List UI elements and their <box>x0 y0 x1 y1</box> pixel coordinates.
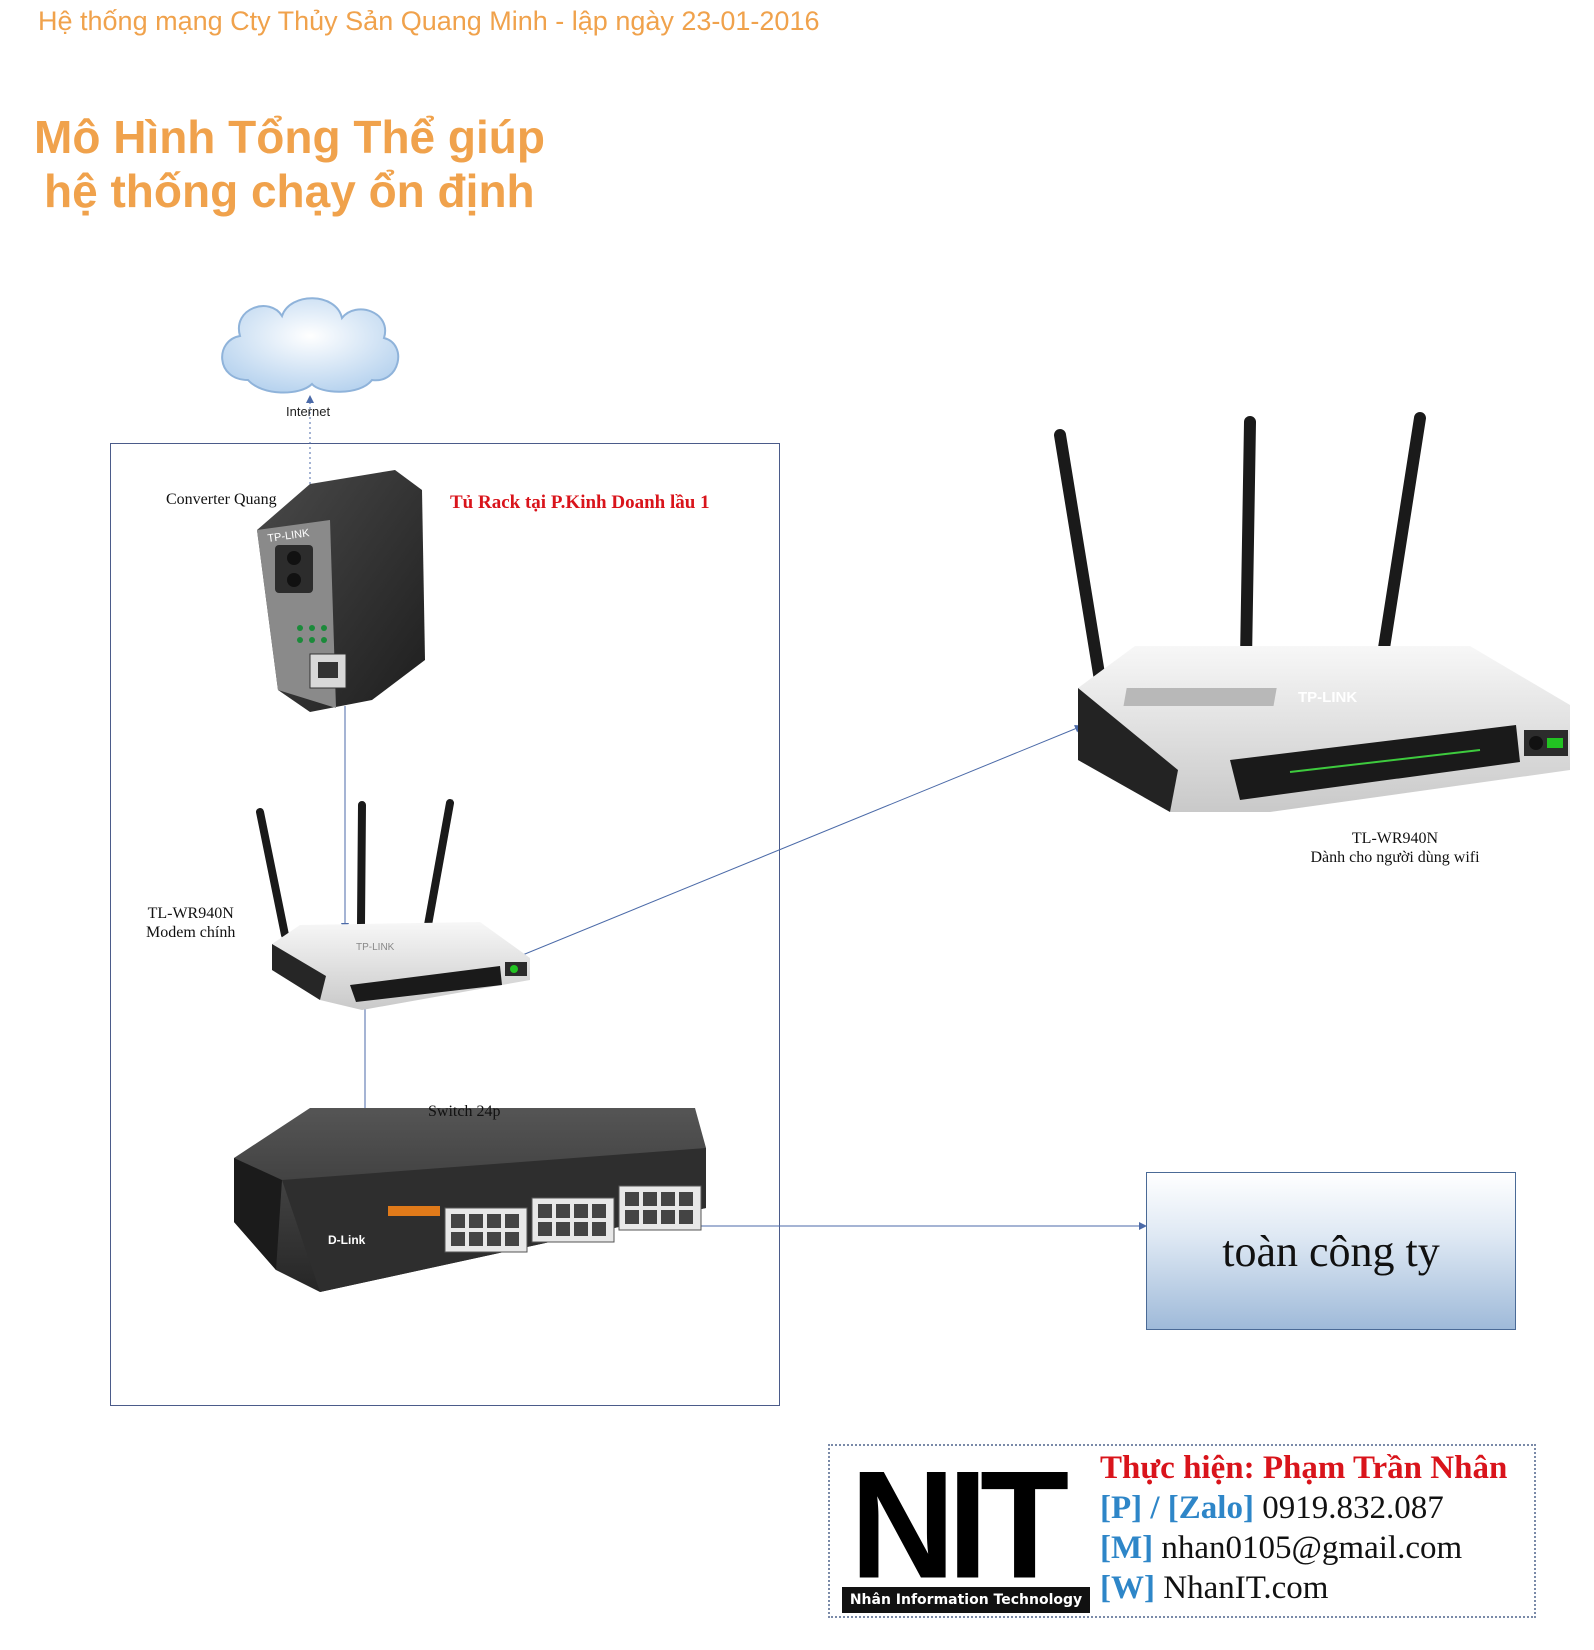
fiber-converter-icon: TP-LINK <box>257 470 425 712</box>
cloud-icon <box>221 297 400 394</box>
wireless-router-icon: TP-LINK <box>256 799 530 1010</box>
mail-tag: [M] <box>1100 1530 1154 1566</box>
credit-mail: [M] nhan0105@gmail.com <box>1100 1530 1462 1567</box>
web-tag: [W] <box>1100 1570 1155 1606</box>
company-node: toàn công ty <box>1146 1172 1516 1330</box>
mail-value: nhan0105@gmail.com <box>1161 1530 1463 1566</box>
nit-logo: NIT Nhân Information Technology <box>842 1446 1092 1615</box>
modem-brand: TP-LINK <box>356 942 395 953</box>
company-label: toàn công ty <box>1222 1226 1440 1276</box>
wifi-router-label: TL-WR940N Dành cho người dùng wifi <box>1300 829 1490 867</box>
credit-box <box>828 1444 1536 1618</box>
wifi-router-role: Dành cho người dùng wifi <box>1310 849 1480 866</box>
credit-web: [W] NhanIT.com <box>1100 1570 1328 1607</box>
rack-label: Tủ Rack tại P.Kinh Doanh lầu 1 <box>450 492 710 513</box>
nit-logo-tagline: Nhân Information Technology <box>842 1587 1090 1613</box>
link-modem-wifi <box>490 724 1083 972</box>
credit-author: Thực hiện: Phạm Trần Nhân <box>1100 1450 1508 1486</box>
modem-model: TL-WR940N <box>147 905 234 922</box>
switch-brand: D-Link <box>328 1233 366 1247</box>
wifi-router-brand: TP-LINK <box>1298 689 1357 706</box>
main-title-line1: Mô Hình Tổng Thể giúp <box>34 111 545 163</box>
internet-label: Internet <box>286 404 331 419</box>
phone-tag: [P] / [Zalo] <box>1100 1490 1254 1526</box>
web-value: NhanIT.com <box>1163 1570 1329 1606</box>
converter-label: Converter Quang <box>166 491 277 508</box>
header-title: Hệ thống mạng Cty Thủy Sản Quang Minh - … <box>38 6 820 36</box>
modem-role: Modem chính <box>146 924 236 941</box>
wireless-router-icon: TP-LINK <box>1054 412 1570 812</box>
switch-label: Switch 24p <box>428 1103 501 1120</box>
main-title-line2: hệ thống chạy ổn định <box>44 165 535 217</box>
wifi-router-model: TL-WR940N <box>1351 830 1439 847</box>
credit-phone: [P] / [Zalo] 0919.832.087 <box>1100 1490 1444 1527</box>
modem-label: TL-WR940N Modem chính <box>146 904 235 942</box>
network-switch-icon: D-Link <box>234 1108 706 1292</box>
phone-value: 0919.832.087 <box>1262 1490 1444 1526</box>
nit-logo-text: NIT <box>850 1438 1069 1611</box>
converter-brand: TP-LINK <box>267 527 311 545</box>
